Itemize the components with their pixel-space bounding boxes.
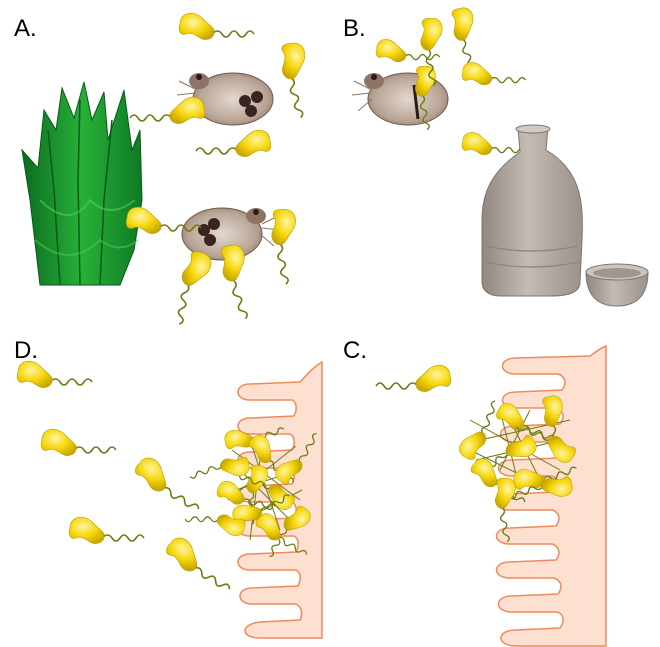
vibrio-bacterium-icon — [462, 132, 526, 154]
vibrio-bacterium-icon — [174, 250, 213, 328]
panel-b — [352, 5, 648, 306]
panel-a — [22, 13, 321, 328]
panel-label-c: C. — [343, 337, 367, 364]
aquatic-plant-icon — [22, 82, 142, 285]
vibrio-bacterium-icon — [215, 241, 265, 320]
vibrio-bacterium-icon — [376, 365, 451, 391]
panel-d — [17, 361, 322, 638]
panel-label-b: B. — [343, 15, 366, 42]
vibrio-bacterium-icon — [179, 13, 254, 39]
vibrio-bacterium-icon — [162, 534, 240, 594]
vibrio-bacterium-icon — [276, 40, 321, 119]
vibrio-bacterium-icon — [462, 62, 526, 84]
vibrio-bacterium-icon — [196, 130, 271, 156]
sake-bottle-icon — [482, 125, 582, 296]
cup-icon — [586, 264, 648, 306]
vibrio-bacterium-icon — [131, 454, 209, 514]
panel-label-d: D. — [14, 337, 38, 364]
vibrio-bacterium-icon — [130, 97, 205, 123]
panel-c — [376, 346, 606, 646]
vibrio-bacterium-icon — [17, 361, 92, 387]
vibrio-bacterium-icon — [69, 517, 144, 543]
panel-label-a: A. — [14, 15, 37, 42]
vibrio-bacterium-icon — [41, 429, 116, 455]
